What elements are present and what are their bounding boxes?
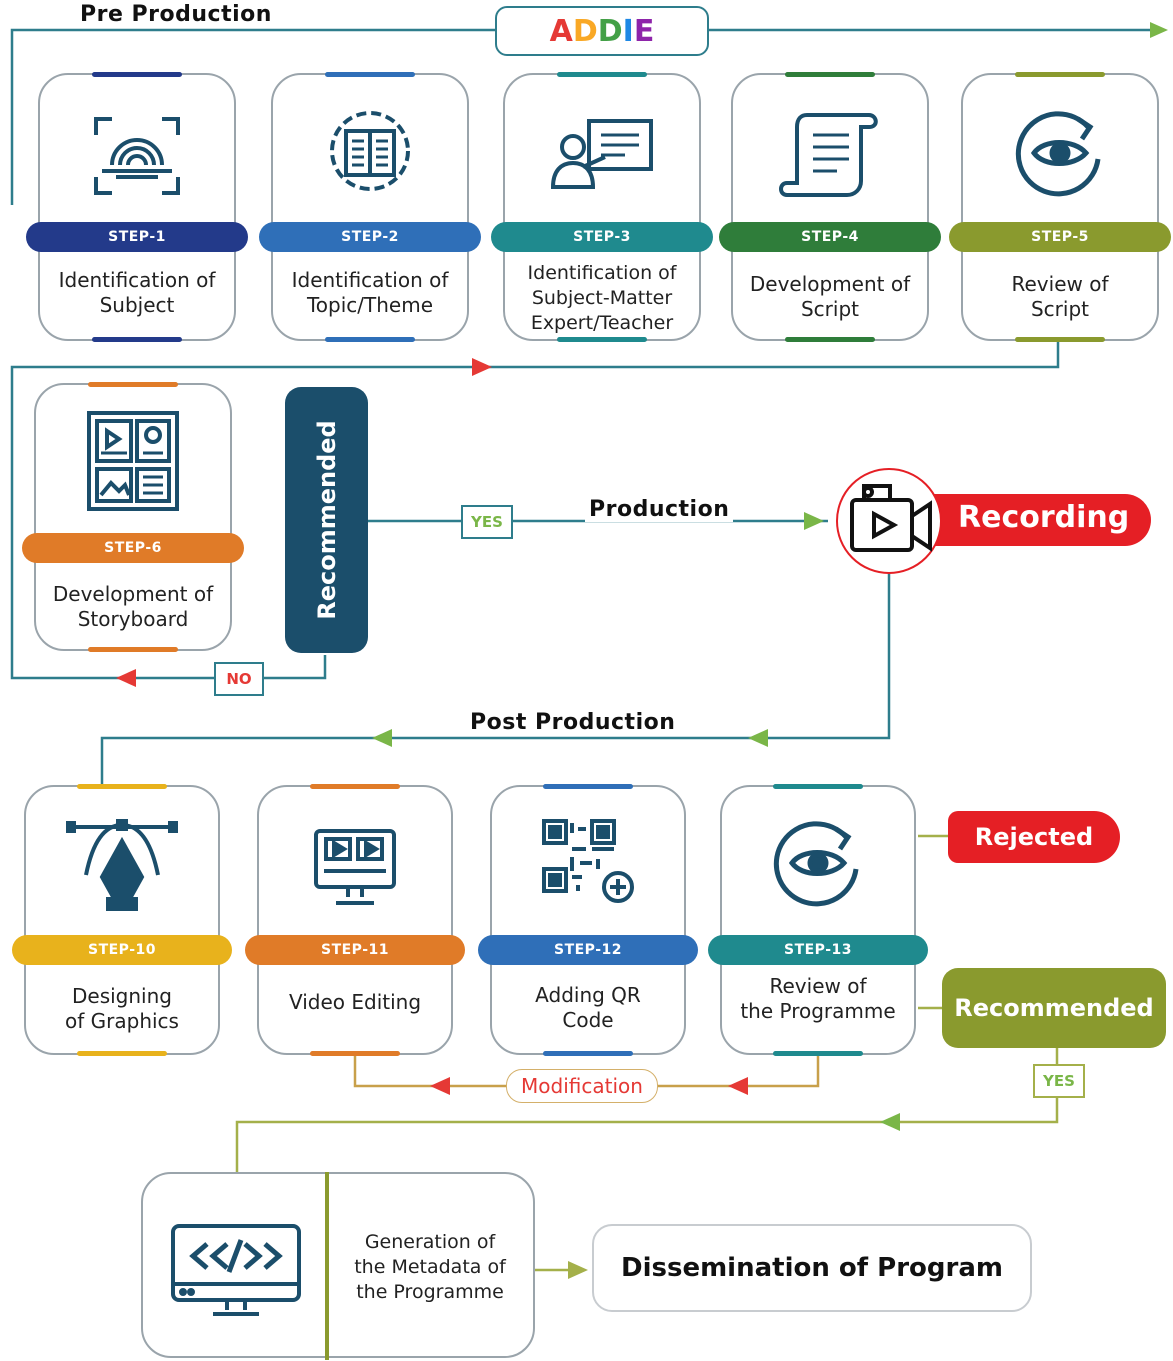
step-12-ribbon: STEP-12 [478, 935, 698, 965]
step-10-card: Designing of Graphics [24, 784, 220, 1056]
recommended-vertical-label: Recommended [312, 420, 341, 620]
step-3-label: Identification of Subject-Matter Expert/… [527, 262, 677, 334]
teacher-board-icon [505, 117, 699, 191]
step-10-ribbon: STEP-10 [12, 935, 232, 965]
step-13-card: Review of the Programme [720, 784, 916, 1056]
arrow-head [728, 1077, 748, 1095]
step-6-label: Development of Storyboard [52, 582, 214, 631]
recording-pill [905, 494, 1151, 546]
qr-code-icon [492, 815, 684, 907]
arrow-head [748, 729, 768, 747]
step-2-ribbon: STEP-2 [259, 222, 481, 252]
step-1-card: Identification of Subject [38, 72, 236, 342]
step-6-card: Development of Storyboard [34, 382, 232, 652]
step-5-card: Review of Script [961, 72, 1159, 342]
yes-tag: YES [1033, 1064, 1085, 1098]
step-5-ribbon: STEP-5 [949, 222, 1171, 252]
video-editing-icon [259, 827, 451, 911]
video-camera-icon [836, 468, 942, 574]
step-13-ribbon: STEP-13 [708, 935, 928, 965]
modification-label: Modification [506, 1069, 658, 1103]
arrow-head [116, 669, 136, 687]
eye-review-icon [963, 107, 1157, 199]
step-3-card: Identification of Subject-Matter Expert/… [503, 72, 701, 342]
recommended-badge: Recommended [942, 968, 1166, 1048]
book-gear-icon [273, 105, 467, 197]
step-2-card: Identification of Topic/Theme [271, 72, 469, 342]
eye-review-icon [722, 817, 914, 909]
storyboard-icon [36, 409, 230, 513]
addie-letter: A [549, 13, 573, 49]
step-4-ribbon: STEP-4 [719, 222, 941, 252]
dissemination-box: Dissemination of Program [592, 1224, 1032, 1312]
addie-letter: I [622, 13, 634, 49]
arrow-head [880, 1113, 900, 1131]
recording-label: Recording [958, 500, 1130, 535]
step-11-ribbon: STEP-11 [245, 935, 465, 965]
fingerprint-scan-icon [40, 115, 234, 197]
step-1-ribbon: STEP-1 [26, 222, 248, 252]
metadata-label: Generation of the Metadata of the Progra… [354, 1231, 506, 1303]
step-4-label: Development of Script [749, 272, 911, 321]
step-4-card: Development of Script [731, 72, 929, 342]
production-label: Production [585, 497, 734, 522]
arrow-head [430, 1077, 450, 1095]
arrow-head [804, 512, 824, 530]
post-production-label: Post Production [466, 710, 680, 735]
arrow-head [568, 1261, 588, 1279]
arrow-head [1150, 22, 1168, 38]
step-12-card: Adding QR Code [490, 784, 686, 1056]
step-10-label: Designing of Graphics [65, 984, 179, 1033]
step-2-label: Identification of Topic/Theme [291, 268, 449, 317]
arrow-head [472, 358, 492, 376]
step-6-ribbon: STEP-6 [22, 533, 244, 563]
pen-tool-icon [26, 815, 218, 915]
rejected-badge: Rejected [948, 811, 1120, 863]
step-11-label: Video Editing [288, 990, 422, 1014]
step-13-label: Review of the Programme [740, 974, 896, 1023]
step-12-label: Adding QR Code [535, 983, 641, 1032]
arrow-head [372, 729, 392, 747]
step-5-label: Review of Script [1011, 272, 1109, 321]
yes-tag: YES [461, 505, 513, 539]
addie-letter: E [633, 13, 655, 49]
addie-letter: D [597, 13, 623, 49]
no-tag: NO [214, 662, 264, 696]
step-3-ribbon: STEP-3 [491, 222, 713, 252]
dissemination-label: Dissemination of Program [621, 1253, 1003, 1283]
metadata-card: Generation of the Metadata of the Progra… [141, 1172, 535, 1360]
step-1-label: Identification of Subject [58, 268, 216, 317]
pre-production-label: Pre Production [76, 2, 276, 27]
recommended-decision-box: Recommended [285, 387, 368, 653]
addie-letter: D [572, 13, 598, 49]
step-11-card: Video Editing [257, 784, 453, 1056]
scroll-icon [733, 109, 927, 201]
code-monitor-icon [169, 1222, 303, 1322]
